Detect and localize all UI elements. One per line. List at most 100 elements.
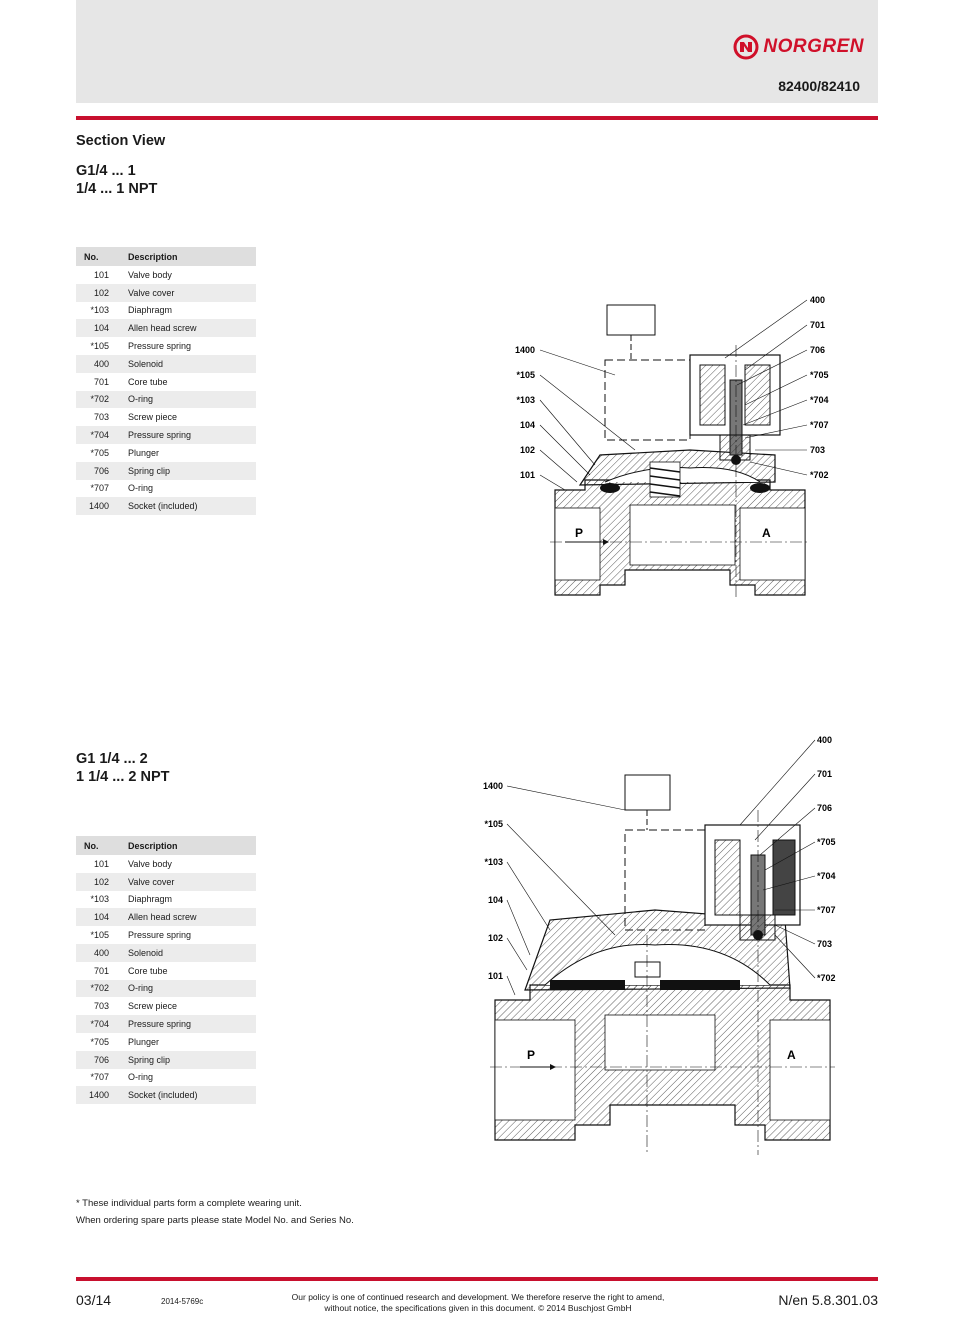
leader-line [754,773,816,841]
part-number: 104 [76,319,118,338]
part-description: Spring clip [118,461,256,480]
leader-line [736,349,808,386]
callout-label: *702 [817,973,836,983]
callout-label: *103 [484,857,503,867]
table-row: 703 Screw piece [76,997,256,1015]
footer-date: 03/14 [76,1292,112,1308]
part-number: *707 [90,483,109,494]
callout-label: 104 [488,895,503,905]
part-number: *702 [76,979,118,998]
leader-line [506,861,551,931]
table-row: *707 O-ring [76,480,256,498]
column-header-description: Description [118,836,256,855]
leader-line [506,899,531,956]
part-number: *103 [90,305,109,316]
leader-line [764,841,816,871]
part-description: Pressure spring [128,341,192,352]
table-row: *705 Plunger [76,1033,256,1051]
section-title: Section View [76,133,166,149]
leader-line [539,474,566,491]
part-description: Socket (included) [118,1086,256,1105]
leader-line [744,424,808,439]
norgren-logo: NORGREN [733,34,864,60]
callout-label: 703 [817,939,832,949]
part-description: Solenoid [118,943,256,962]
part-number: *105 [90,341,109,352]
ordering-note: When ordering spare parts please state M… [76,1215,354,1226]
part-description: Valve body [128,269,172,280]
part-description: Core tube [128,376,168,387]
table-header-row: No. Description [76,247,256,266]
leader-line [739,739,816,826]
part-description: Plunger [128,1036,160,1047]
part-description: Pressure spring [118,426,256,444]
column-header-no: No. [76,247,118,266]
part-number: *705 [90,1036,109,1047]
callout-label: *705 [817,837,836,847]
port-label-p: P [527,1048,535,1062]
norgren-logo-icon [733,34,759,60]
part-number: 102 [76,872,118,891]
leader-line [744,324,808,371]
part-description: Valve cover [118,872,256,891]
part-number: 102 [76,283,118,302]
footer-policy-line-2: without notice, the specifications given… [324,1303,632,1313]
brand-name: NORGREN [763,36,864,57]
part-description: Screw piece [128,1001,178,1012]
column-header-no: No. [76,836,118,855]
callout-label: 706 [810,345,825,355]
size-range-1-metric: G1/4 ... 1 [76,163,136,179]
callout-label: 101 [488,971,503,981]
callout-label: 1400 [483,781,503,791]
port-label-a: A [787,1048,796,1062]
callout-label: *705 [810,370,829,380]
part-description: O-ring [128,483,154,494]
callout-label: 400 [817,735,832,745]
part-description: Screw piece [128,412,178,423]
model-number: 82400/82410 [778,78,860,94]
part-description: Core tube [128,965,168,976]
callout-label: *105 [516,370,535,380]
part-number: 703 [93,1001,109,1012]
leader-line [724,299,808,359]
part-number: 706 [76,1050,118,1069]
leader-line [742,399,808,426]
port-label-a: A [762,526,771,540]
callout-label: 1400 [515,345,535,355]
part-description: Socket (included) [118,497,256,516]
leader-line [539,449,578,483]
leader-line [506,823,616,936]
footer-policy: Our policy is one of continued research … [254,1292,702,1314]
part-description: Diaphragm [128,894,173,905]
callout-label: *704 [810,395,829,405]
part-number: 104 [76,908,118,927]
part-number: *105 [90,930,109,941]
leader-line [506,937,528,971]
callout-label: *105 [484,819,503,829]
callout-label: 701 [810,320,825,330]
part-number: *705 [90,447,109,458]
column-header-description: Description [118,247,256,266]
leader-line [506,785,626,811]
part-number: 400 [76,943,118,962]
part-number: 1400 [76,1086,118,1105]
part-number: 1400 [76,497,118,516]
leader-line [539,424,591,476]
footer-reference: N/en 5.8.301.03 [778,1292,878,1308]
leader-line [759,807,816,856]
callout-label: 102 [520,445,535,455]
callout-label: 104 [520,420,535,430]
part-number: 701 [93,376,109,387]
callout-label: *103 [516,395,535,405]
